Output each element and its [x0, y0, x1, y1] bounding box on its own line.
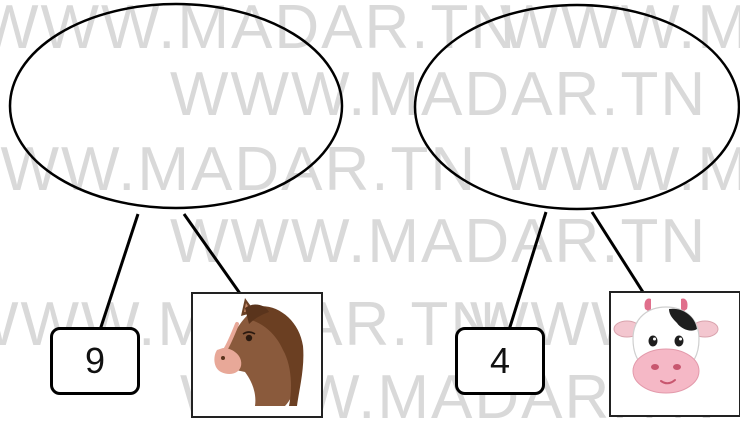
watermark-text: WWW.MADAR.TN — [500, 135, 740, 204]
number-label: 4 — [489, 340, 511, 381]
horse-icon — [214, 298, 304, 406]
watermark-text: WWW.MADAR.TN — [0, 135, 477, 204]
connector-line — [507, 211, 548, 331]
number-label: 9 — [84, 340, 106, 381]
watermark-text: WWW.MADAR.TN — [170, 207, 707, 276]
watermark-text: WWW.MADAR.TN — [170, 60, 707, 129]
number-box-left: 9 — [50, 327, 140, 395]
picture-box-right — [609, 291, 740, 417]
watermark-text: WWW.MADAR.TN — [500, 0, 740, 62]
watermark-text: WWW.MADAR.TN — [0, 0, 517, 62]
number-box-right: 4 — [455, 327, 545, 395]
cow-icon — [613, 298, 719, 394]
empty-ellipse-right[interactable] — [413, 3, 740, 211]
connector-line — [590, 211, 650, 301]
picture-box-left — [191, 292, 323, 418]
empty-ellipse-left[interactable] — [8, 2, 344, 210]
connector-line — [182, 213, 248, 303]
connector-line — [98, 213, 140, 331]
